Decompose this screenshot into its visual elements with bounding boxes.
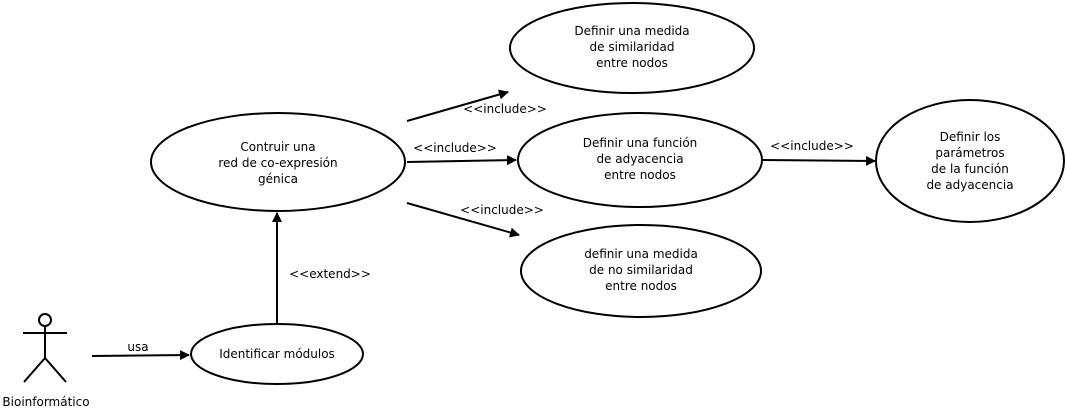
arrow-include-no-similaridad — [406, 202, 520, 238]
uc-line: definir una medida — [584, 247, 698, 261]
use-case-definir-similaridad-label: Definir una medida de similaridad entre … — [574, 24, 689, 70]
uc-line: de no similaridad — [589, 263, 693, 277]
arrow-include-parametros — [762, 155, 876, 166]
label-include-parametros: <<include>> — [770, 139, 854, 153]
uc-line: entre nodos — [605, 279, 677, 293]
label-include-adyacencia: <<include>> — [413, 141, 497, 155]
label-usa: usa — [127, 340, 148, 354]
uc-line: de similaridad — [590, 40, 675, 54]
uc-line: de adyacencia — [926, 178, 1013, 192]
use-case-definir-no-similaridad — [520, 224, 762, 318]
use-case-contruir-red-label: Contruir una red de co-expresión génica — [218, 140, 337, 186]
label-extend: <<extend>> — [289, 267, 371, 281]
arrow-include-adyacencia — [406, 155, 517, 166]
uc-line: Definir una medida — [574, 24, 689, 38]
label-include-similaridad: <<include>> — [463, 102, 547, 116]
uc-line: red de co-expresión — [218, 156, 337, 170]
uc-line: génica — [258, 172, 298, 186]
use-case-definir-parametros — [875, 99, 1065, 223]
actor-head — [38, 313, 52, 327]
use-case-definir-adyacencia-label: Definir una función de adyacencia entre … — [583, 136, 698, 182]
arrow-usa — [91, 350, 190, 361]
actor-label: Bioinformático — [2, 395, 89, 409]
uc-line: de la función — [931, 162, 1009, 176]
actor-right-leg — [44, 357, 67, 383]
arrow-include-similaridad — [406, 89, 509, 122]
use-case-definir-no-similaridad-label: definir una medida de no similaridad ent… — [584, 247, 698, 293]
use-case-definir-similaridad — [509, 2, 755, 94]
uc-line: Identificar módulos — [219, 347, 335, 361]
actor-bioinformatico: Bioinformático — [2, 313, 90, 409]
use-case-definir-adyacencia — [517, 112, 763, 208]
use-case-contruir-red — [150, 112, 406, 212]
uc-line: Contruir una — [240, 140, 315, 154]
uc-line: de adyacencia — [596, 152, 683, 166]
uc-line: entre nodos — [596, 56, 668, 70]
uc-line: Definir los — [940, 130, 1001, 144]
use-case-identificar-modulos-label: Identificar módulos — [219, 347, 335, 361]
uc-line: Definir una función — [583, 136, 698, 150]
use-case-definir-parametros-label: Definir los parámetros de la función de … — [926, 130, 1013, 192]
uc-line: parámetros — [935, 146, 1004, 160]
actor-left-leg — [23, 357, 46, 383]
label-include-no-similaridad: <<include>> — [460, 203, 544, 217]
uc-line: entre nodos — [604, 168, 676, 182]
